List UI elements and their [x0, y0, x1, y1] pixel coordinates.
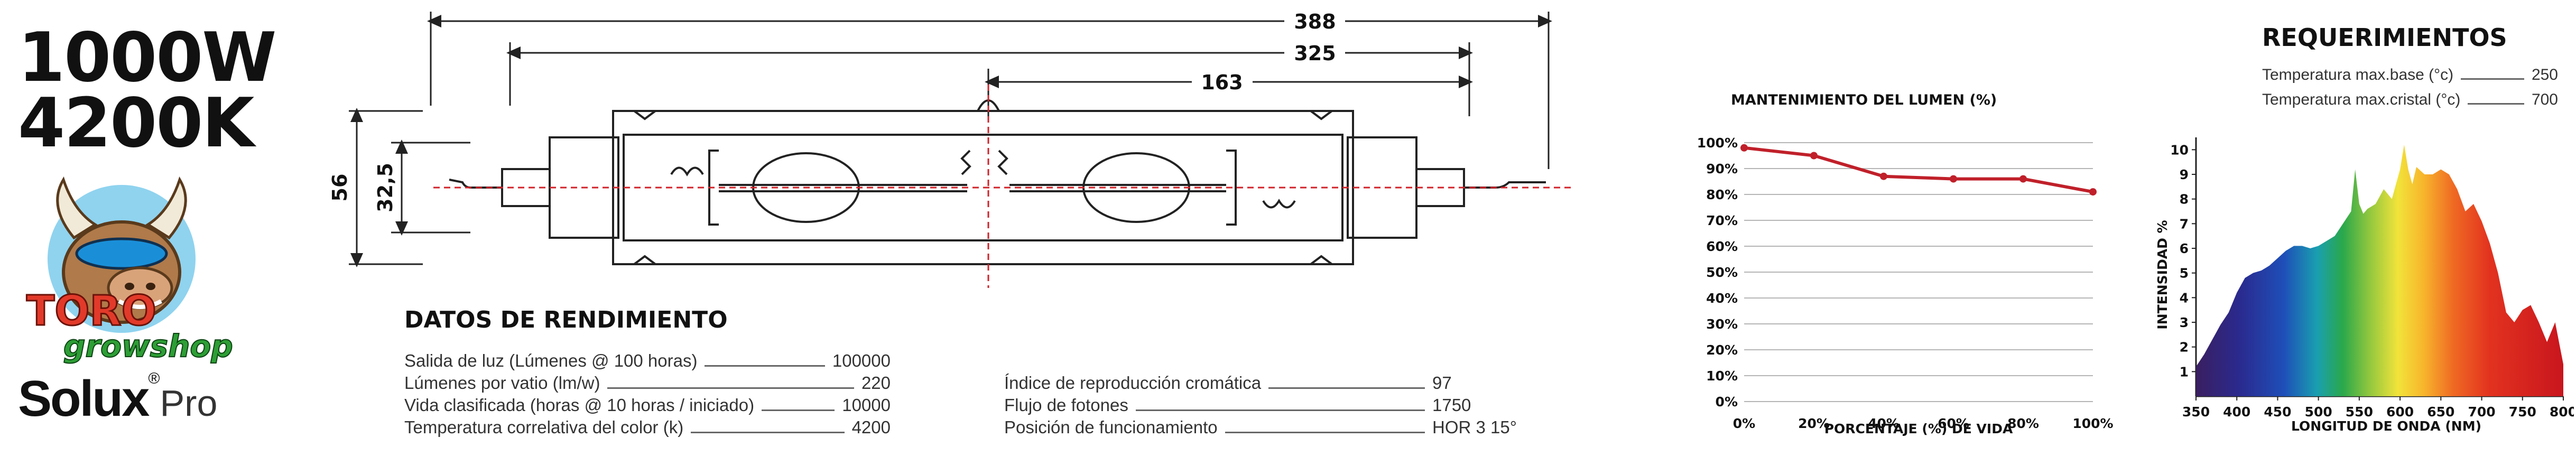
spectrum-x-tick-label: 500 [2305, 404, 2332, 420]
perf-value: 10000 [842, 395, 891, 415]
spectrum-x-tick-label: 750 [2509, 404, 2536, 420]
lumen-data-point [1880, 172, 1887, 180]
lumen-x-tick-label: 60% [1938, 416, 1969, 431]
lumen-series-line [1744, 146, 2093, 194]
req-label: Temperatura max.cristal (°c) [2262, 91, 2461, 108]
perf-row-operating-position: Posición de funcionamiento HOR 3 15° [1004, 417, 1522, 437]
spectrum-y-tick-label: 7 [2180, 216, 2189, 231]
spectrum-area [2196, 145, 2563, 396]
performance-title: DATOS DE RENDIMIENTO [404, 306, 728, 333]
lumen-x-tick-label: 40% [1868, 416, 1899, 431]
dim-inner-label: 325 [1294, 42, 1336, 65]
lumen-y-tick-label: 90% [1706, 161, 1738, 176]
perf-row-photon-flux: Flujo de fotones 1750 [1004, 395, 1522, 415]
req-value: 250 [2531, 66, 2558, 83]
requirements-title: REQUERIMIENTOS [2262, 23, 2507, 52]
lumen-data-point [1810, 152, 1818, 160]
lumen-data-point [2089, 188, 2097, 196]
pro-text: Pro [160, 383, 218, 424]
lumen-data-point [1950, 175, 1957, 183]
perf-row-cri: Índice de reproducción cromática 97 [1004, 373, 1522, 393]
spectrum-x-tick-label: 700 [2468, 404, 2495, 420]
spectrum-y-tick-label: 1 [2180, 364, 2189, 379]
lumen-data-point [2019, 175, 2027, 183]
toro-growshop-logo: TORO growshop [26, 176, 234, 365]
wattage-heading: 1000W [18, 18, 276, 97]
spectrum-xlabel: LONGITUD DE ONDA (NM) [2291, 418, 2481, 434]
solux-text: Solux [18, 370, 150, 427]
spectrum-y-tick-label: 4 [2180, 290, 2189, 305]
spectrum-y-tick-label: 9 [2180, 167, 2189, 182]
lumen-y-tick-label: 60% [1706, 239, 1738, 254]
lumen-y-tick-label: 40% [1706, 291, 1738, 306]
perf-value: HOR 3 15° [1432, 417, 1517, 437]
perf-label: Índice de reproducción cromática [1004, 373, 1262, 393]
spectrum-ylabel: INTENSIDAD % [2155, 220, 2170, 329]
spectrum-y-tick-label: 6 [2180, 241, 2189, 256]
spectrum-x-tick-label: 400 [2223, 404, 2250, 420]
lumen-y-tick-label: 80% [1706, 187, 1738, 202]
spectrum-x-tick-label: 600 [2386, 404, 2414, 420]
dim-overall-label: 388 [1294, 10, 1336, 33]
dim-half-label: 163 [1201, 71, 1243, 94]
req-label: Temperatura max.base (°c) [2262, 66, 2454, 83]
lumen-y-tick-label: 30% [1706, 316, 1738, 332]
logo-word-toro: TORO [26, 287, 156, 335]
perf-row-luminous-output: Salida de luz (Lúmenes @ 100 horas) 10000… [404, 351, 891, 371]
lumen-y-tick-label: 50% [1706, 265, 1738, 280]
lumen-x-tick-label: 100% [2072, 416, 2113, 431]
perf-row-rated-life: Vida clasificada (horas @ 10 horas / ini… [404, 395, 891, 415]
spectrum-x-tick-label: 650 [2427, 404, 2454, 420]
perf-value: 1750 [1432, 395, 1471, 415]
spectrum-x-tick-label: 800 [2550, 404, 2574, 420]
perf-value: 220 [861, 373, 891, 393]
color-temp-heading: 4200K [18, 84, 254, 163]
lumen-y-tick-label: 100% [1697, 135, 1738, 151]
lumen-maintenance-chart: MANTENIMIENTO DEL LUMEN (%) 0% 10% 20% 30% 4… [1697, 92, 2114, 436]
perf-row-color-temperature: Temperatura correlativa del color (k) 420… [404, 417, 891, 437]
spectrum-y-tick-label: 5 [2180, 266, 2189, 281]
perf-label: Salida de luz (Lúmenes @ 100 horas) [404, 351, 698, 370]
lumen-y-tick-label: 20% [1706, 342, 1738, 358]
perf-value: 4200 [851, 417, 891, 437]
spectrum-chart: 1 2 3 4 5 6 7 8 9 10 350 400 450 500 550 600 650 700 750 8… [2155, 137, 2574, 434]
spectrum-x-tick-label: 550 [2346, 404, 2373, 420]
dim-height-label: 56 [328, 174, 351, 202]
lumen-chart-title: MANTENIMIENTO DEL LUMEN (%) [1731, 92, 1997, 108]
perf-value: 100000 [832, 351, 891, 370]
perf-label: Flujo de fotones [1004, 395, 1128, 415]
perf-label: Temperatura correlativa del color (k) [404, 417, 684, 437]
req-row-base-temp: Temperatura max.base (°c) 250 [2262, 66, 2558, 84]
lumen-y-tick-label: 0% [1716, 394, 1738, 409]
logo-word-growshop: growshop [63, 328, 233, 364]
spectrum-x-tick-label: 350 [2182, 404, 2210, 420]
spectrum-y-tick-label: 2 [2180, 340, 2189, 355]
spectrum-y-tick-label: 10 [2170, 142, 2189, 157]
lumen-x-tick-label: 0% [1733, 416, 1755, 431]
perf-label: Vida clasificada (horas @ 10 horas / ini… [404, 395, 755, 415]
perf-value: 97 [1432, 373, 1452, 393]
perf-row-lumens-per-watt: Lúmenes por vatio (lm/w) 220 [404, 373, 891, 393]
req-value: 700 [2531, 91, 2558, 108]
perf-label: Posición de funcionamiento [1004, 417, 1218, 437]
spectrum-y-tick-label: 3 [2180, 315, 2189, 330]
lumen-y-tick-label: 70% [1706, 213, 1738, 228]
solux-pro-brand: Solux®Pro [18, 370, 217, 428]
registered-mark: ® [148, 370, 160, 387]
req-row-glass-temp: Temperatura max.cristal (°c) 700 [2262, 91, 2558, 109]
lumen-y-tick-label: 10% [1706, 368, 1738, 384]
spectrum-x-tick-label: 450 [2264, 404, 2291, 420]
spectrum-y-tick-label: 8 [2180, 192, 2189, 207]
lumen-x-tick-label: 20% [1798, 416, 1830, 431]
perf-label: Lúmenes por vatio (lm/w) [404, 373, 600, 393]
lumen-data-point [1740, 144, 1748, 152]
lamp-dimension-drawing: 388 325 163 56 32,5 [328, 10, 1575, 288]
lumen-x-tick-label: 80% [2007, 416, 2039, 431]
dim-inner-height-label: 32,5 [374, 163, 397, 212]
lumen-chart-xlabel: PORCENTAJE (%) DE VIDA [1824, 421, 2013, 436]
